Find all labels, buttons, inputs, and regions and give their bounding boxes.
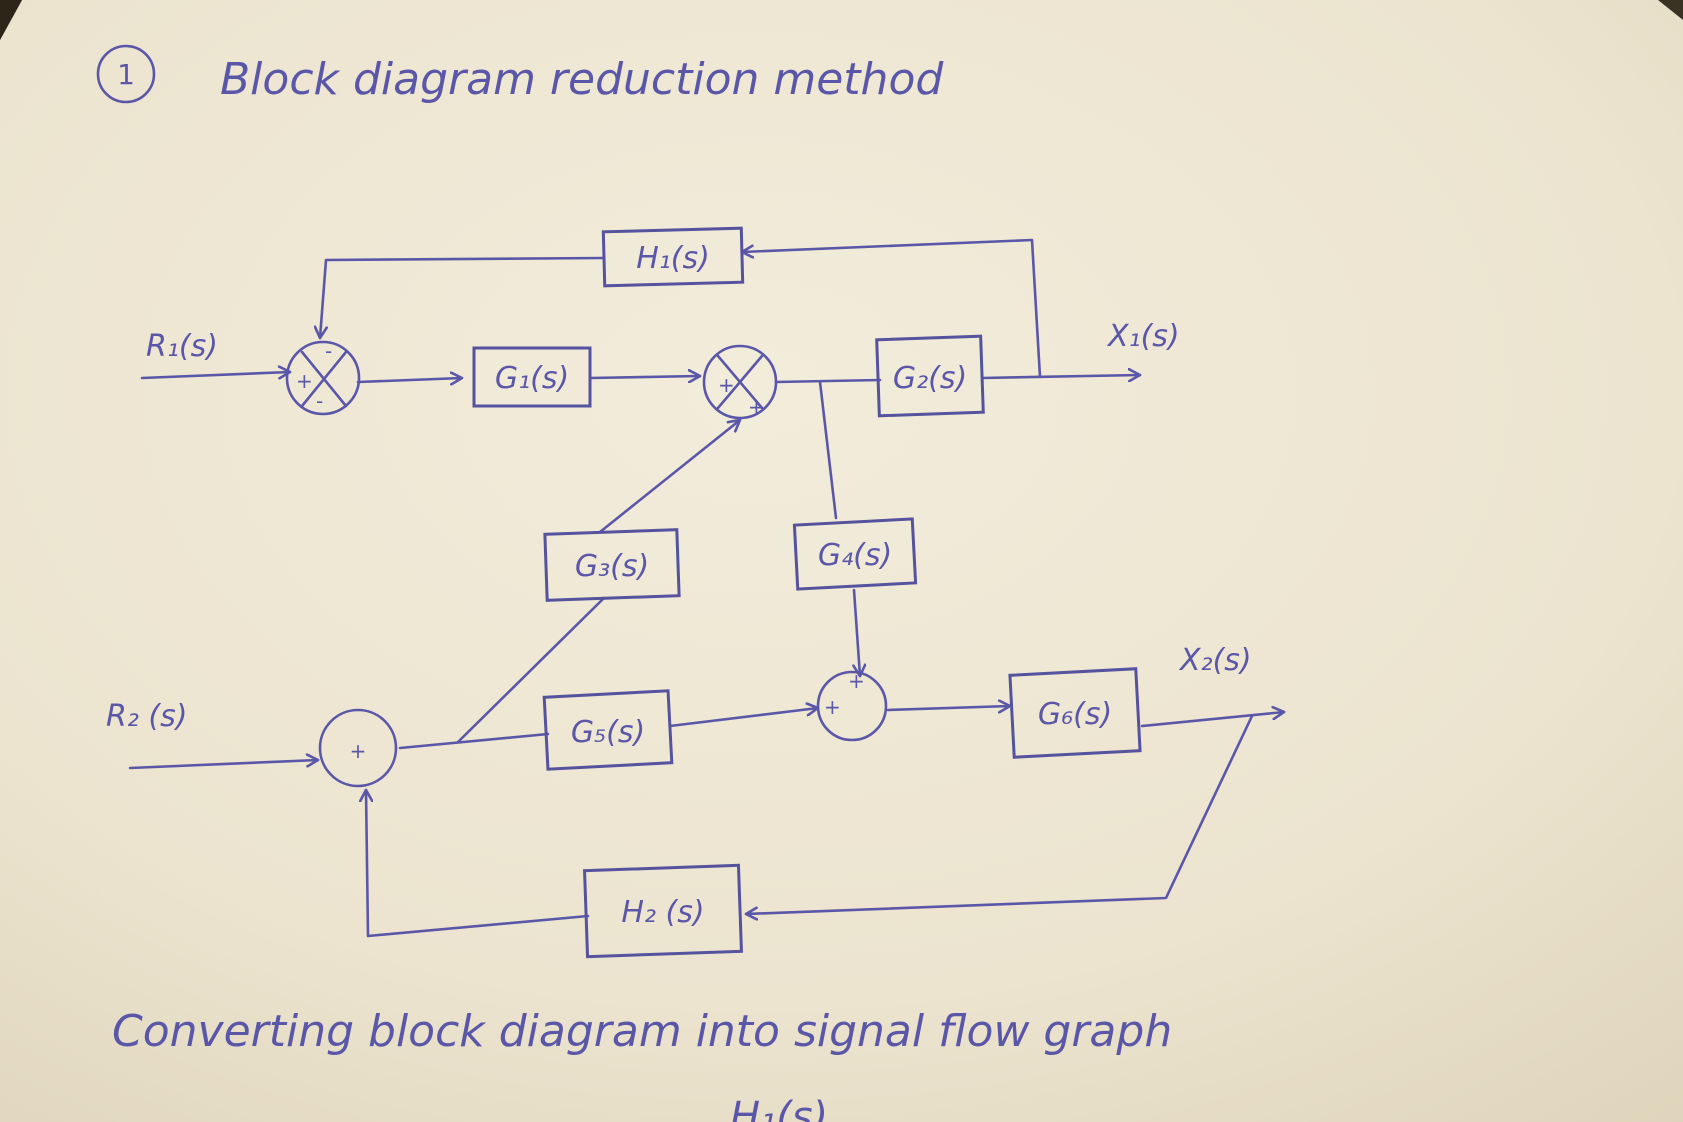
s4-center-sign: + [350,739,367,763]
caption: Converting block diagram into signal flo… [112,1006,1172,1057]
s2-left-sign: + [718,373,735,397]
number-label: 1 [117,58,135,91]
block-g5-label: G₅(s) [571,715,645,750]
block-h2: H₂ (s) [582,863,744,959]
number-circle [96,44,156,104]
wire-s2-g2 [774,378,882,384]
block-h2-label: H₂ (s) [621,895,704,930]
block-g3-label: G₃(s) [575,549,649,584]
summing-junction-4: + [318,708,398,788]
summing-junction-2: + + [702,344,778,420]
signal-x1-label: X₁(s) [1106,319,1180,354]
title-area: 1 Block diagram reduction method [96,44,944,105]
wire-h2-s4 [366,788,590,938]
wire-g4-s3 [854,588,860,678]
signal-x2-label: X₂(s) [1178,643,1252,678]
wire-s4-g5 [398,732,550,750]
block-g2: G₂(s) [875,334,985,418]
wire-x2-h2 [744,714,1254,914]
wire-g5-s3 [668,708,820,728]
page-title: Block diagram reduction method [220,54,944,105]
s3-left-sign: + [824,695,841,719]
s1-top-sign: - [325,339,332,363]
wire-r1-s1 [140,372,292,378]
summing-junction-1: + - - [285,339,361,416]
s1-left-sign: + [296,369,313,393]
block-g3: G₃(s) [543,528,681,602]
wire-x1-h1 [740,238,1042,379]
block-g4: G₄(s) [792,517,918,591]
block-g2-label: G₂(s) [893,361,967,396]
wires [128,238,1286,938]
wire-g6-x2 [1140,712,1286,728]
wire-s2out-g4 [818,380,838,520]
cutoff-fragment: H₁(s) [730,1094,828,1122]
wire-s3-g6 [886,706,1012,710]
wire-g2-x1 [980,375,1142,378]
wire-s4out-g3 [456,596,606,744]
s3-top-sign: + [848,669,865,693]
wire-g1-s2 [588,376,702,378]
wire-h1-s1 [320,256,606,340]
signal-r1-label: R₁(s) [146,329,218,364]
block-h1-label: H₁(s) [636,241,710,276]
s1-bottom-sign: - [316,389,323,413]
block-g6-label: G₆(s) [1038,697,1112,732]
signal-r2-label: R₂ (s) [106,699,187,734]
block-g1: G₁(s) [472,346,592,408]
wire-s1-g1 [356,378,464,382]
s2-bottom-sign: + [748,395,765,419]
summing-junction-3: + + [816,669,888,742]
block-g1-label: G₁(s) [495,361,569,396]
block-h1: H₁(s) [601,226,745,288]
wire-g3-s2 [598,418,742,534]
block-g5: G₅(s) [542,689,674,771]
wire-r2-s4 [128,760,320,770]
block-g4-label: G₄(s) [818,538,892,573]
block-g6: G₆(s) [1008,667,1142,759]
